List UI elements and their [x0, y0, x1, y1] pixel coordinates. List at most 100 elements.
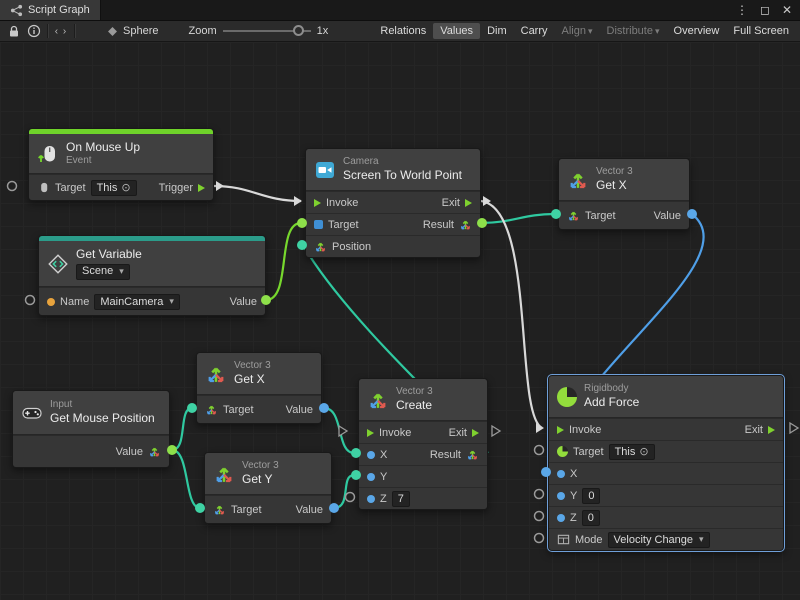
mode-dropdown[interactable]: Velocity Change▾: [608, 532, 710, 548]
port-stwp-position[interactable]: [297, 240, 307, 250]
flow-arrow-trigger[interactable]: [216, 181, 224, 191]
port-mouseposition-value[interactable]: [167, 445, 177, 455]
node-on-mouse-up[interactable]: On Mouse Up Event Target This⊙ Trigger: [28, 128, 214, 201]
wire-exit-to-addforce-invoke[interactable]: [481, 201, 542, 428]
zoom-slider[interactable]: [223, 24, 311, 38]
port-create-exit[interactable]: [492, 426, 500, 436]
carry-button[interactable]: Carry: [514, 23, 555, 39]
port-create-z[interactable]: [346, 493, 355, 502]
wire-mouse-to-getx[interactable]: [172, 408, 192, 450]
vector3-type-icon[interactable]: [459, 218, 472, 231]
tab-script-graph[interactable]: Script Graph: [0, 0, 101, 20]
node-vector3-get-x[interactable]: Vector 3 Get X Target Value: [196, 352, 322, 424]
node-vector3-create[interactable]: Vector 3 Create Invoke Exit X Result: [358, 378, 488, 510]
port-getxtop-value[interactable]: [687, 209, 697, 219]
flow-out-icon[interactable]: [465, 199, 472, 207]
port-getvariable-value[interactable]: [261, 295, 271, 305]
lock-icon[interactable]: [4, 22, 24, 40]
info-icon[interactable]: [24, 22, 44, 40]
code-icon[interactable]: ‹ ›: [51, 22, 71, 40]
node-header[interactable]: Vector 3 Get Y: [205, 453, 331, 495]
port-stwp-result[interactable]: [477, 218, 487, 228]
port-create-x[interactable]: [351, 448, 361, 458]
node-vector3-get-y[interactable]: Vector 3 Get Y Target Value: [204, 452, 332, 524]
align-button[interactable]: Align▾: [555, 23, 600, 39]
port-getxtop-target[interactable]: [551, 209, 561, 219]
distribute-button[interactable]: Distribute▾: [600, 23, 667, 39]
node-get-variable[interactable]: Get Variable Scene▾ Name MainCamera▾ Val…: [38, 235, 266, 316]
z-port-label: Z: [570, 512, 577, 524]
flow-in-icon[interactable]: [557, 426, 564, 434]
target-value-chip[interactable]: This⊙: [609, 444, 655, 460]
flow-out-icon[interactable]: [198, 184, 205, 192]
flow-in-icon[interactable]: [367, 429, 374, 437]
values-button[interactable]: Values: [433, 23, 480, 39]
exit-port-label: Exit: [745, 424, 763, 436]
graph-canvas[interactable]: On Mouse Up Event Target This⊙ Trigger: [0, 42, 800, 600]
graph-toolbar: ‹ › Sphere Zoom 1x Relations Values Dim …: [0, 21, 800, 42]
mode-enum-icon: [557, 533, 570, 546]
menu-icon[interactable]: ⋮: [736, 3, 748, 17]
port-addforce-exit[interactable]: [790, 423, 798, 433]
port-addforce-x[interactable]: [541, 467, 551, 477]
port-create-invoke[interactable]: [339, 426, 347, 436]
port-getvariable-name[interactable]: [26, 296, 35, 305]
dim-button[interactable]: Dim: [480, 23, 514, 39]
port-addforce-y[interactable]: [535, 490, 544, 499]
script-graph-icon: [10, 4, 23, 17]
maximize-icon[interactable]: ◻: [760, 3, 770, 17]
flow-in-icon[interactable]: [314, 199, 321, 207]
overview-button[interactable]: Overview: [667, 23, 727, 39]
wire-mouse-to-gety[interactable]: [172, 450, 200, 508]
wire-result-to-getx-target[interactable]: [481, 214, 554, 223]
node-title: Get Y: [242, 472, 279, 487]
node-header[interactable]: Vector 3 Create: [359, 379, 487, 421]
port-gety-target[interactable]: [195, 503, 205, 513]
mouse-up-icon: [37, 143, 59, 165]
wire-gety-to-create-y[interactable]: [334, 475, 354, 508]
vector3-type-icon[interactable]: [466, 448, 479, 461]
port-create-y[interactable]: [351, 470, 361, 480]
node-header[interactable]: Get Variable Scene▾: [39, 241, 265, 287]
node-header[interactable]: Camera Screen To World Point: [306, 149, 480, 191]
port-getxmid-value[interactable]: [319, 403, 329, 413]
node-add-force[interactable]: Rigidbody Add Force Invoke Exit Target T…: [548, 375, 784, 551]
vector3-type-icon[interactable]: [148, 445, 161, 458]
y-value-field[interactable]: 0: [582, 488, 600, 504]
vector3-type-icon: [205, 403, 218, 416]
z-value-field[interactable]: 7: [392, 491, 410, 507]
flow-out-icon[interactable]: [472, 429, 479, 437]
node-get-mouse-position[interactable]: Input Get Mouse Position Value: [12, 390, 170, 468]
node-header[interactable]: Input Get Mouse Position: [13, 391, 169, 435]
wire-variable-to-target[interactable]: [266, 223, 301, 300]
port-onmouseup-target[interactable]: [8, 182, 17, 191]
port-stwp-target[interactable]: [297, 218, 307, 228]
node-header[interactable]: Rigidbody Add Force: [549, 376, 783, 418]
port-getxmid-target[interactable]: [187, 403, 197, 413]
node-title: Get X: [596, 178, 633, 193]
node-screen-to-world-point[interactable]: Camera Screen To World Point Invoke Exit…: [305, 148, 481, 258]
close-icon[interactable]: ✕: [782, 3, 792, 17]
node-header[interactable]: Vector 3 Get X: [559, 159, 689, 201]
relations-button[interactable]: Relations: [373, 23, 433, 39]
graph-context[interactable]: Sphere: [106, 25, 158, 38]
target-port-label: Target: [231, 504, 262, 516]
port-gety-value[interactable]: [329, 503, 339, 513]
node-header[interactable]: Vector 3 Get X: [197, 353, 321, 395]
flow-arrow-stwp-invoke[interactable]: [294, 196, 302, 206]
node-header[interactable]: On Mouse Up Event: [29, 134, 213, 174]
variable-scope-dropdown[interactable]: Scene▾: [76, 264, 130, 280]
z-value-field[interactable]: 0: [582, 510, 600, 526]
port-addforce-z[interactable]: [535, 512, 544, 521]
wire-trigger-to-invoke[interactable]: [214, 186, 301, 201]
node-vector3-get-x-top[interactable]: Vector 3 Get X Target Value: [558, 158, 690, 230]
full-screen-button[interactable]: Full Screen: [726, 23, 796, 39]
zoom-slider-knob[interactable]: [293, 25, 304, 36]
port-addforce-target[interactable]: [535, 446, 544, 455]
flow-out-icon[interactable]: [768, 426, 775, 434]
target-value-chip[interactable]: This⊙: [91, 180, 137, 196]
variable-name-dropdown[interactable]: MainCamera▾: [94, 294, 180, 310]
port-addforce-mode[interactable]: [535, 534, 544, 543]
flow-arrow-addforce-invoke[interactable]: [536, 423, 544, 433]
port-row: Invoke Exit: [549, 418, 783, 440]
